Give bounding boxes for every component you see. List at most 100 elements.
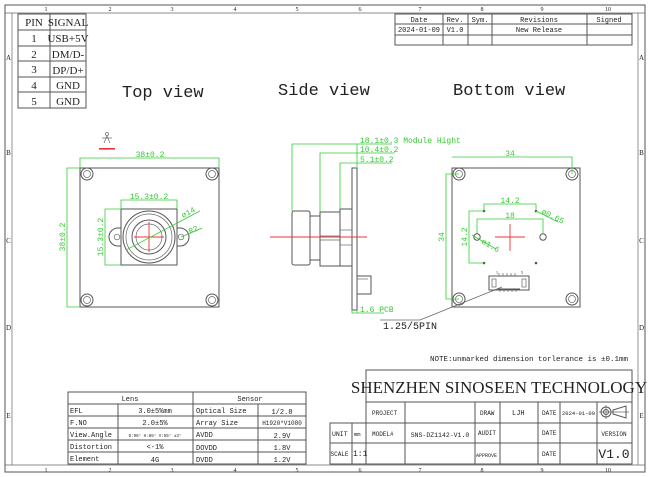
ruler-columns-4-text: 5 (296, 7, 299, 13)
drawing-line (113, 233, 121, 241)
ruler-rows-4-text: E (6, 412, 10, 420)
ruler-columns-1-text: 2 (109, 468, 112, 474)
revision-table-rows-0-0-text: 2024-01-09 (398, 27, 440, 35)
drawing-line (498, 273, 517, 292)
drawing-line (103, 135, 108, 144)
drawing-line (205, 167, 219, 181)
mounting-hole-icon (452, 167, 579, 306)
specs-rows-2-0-text: View.Angle (70, 432, 112, 440)
drawing-line (122, 210, 176, 264)
ruler-rows-3-text: D (6, 324, 11, 332)
bottom-dims-mount-hole-text: ø1.6 (480, 238, 501, 255)
drawing-line (351, 310, 384, 314)
title-block-model-label-text: MODEL# (372, 431, 394, 438)
drawing-line (131, 219, 167, 255)
title-block-model-text: SNS-DZ1142-V1.0 (411, 432, 470, 439)
pin-table-rows-4-1-text: GND (56, 96, 80, 108)
drawing-line (612, 405, 627, 419)
drawing-line (180, 227, 203, 238)
specs-rows-1-3-text: H1920*V1080 (262, 420, 302, 427)
bottom-dims-pin-last-text: 5 (521, 270, 523, 275)
pin-table-rows-1-0-text: 2 (31, 49, 37, 61)
projection-symbol-icon (599, 405, 629, 419)
drawing-line: PROJECT MODEL# SNS-DZ1142-V1.0 DRAW LJH … (372, 410, 630, 462)
title-block-project-label-text: PROJECT (372, 410, 398, 417)
specs-rows-4-0-text: Element (70, 456, 99, 464)
title-block-date-label-text: DATE (542, 451, 557, 458)
ruler-rows-0-text: A (639, 54, 644, 62)
top-dims-lens-dia-text: ø14 (180, 206, 197, 221)
revision-table-headers-4-text: Signed (596, 17, 621, 25)
drawing-line (468, 210, 484, 264)
drawing-line (291, 210, 311, 266)
specs-rows-4-2-text: DVDD (196, 457, 213, 465)
specs-rows-3-1-text: <-1% (147, 444, 165, 452)
bottom-dims-hole-span-text: 14.2 (500, 197, 519, 206)
drawing-line (80, 293, 94, 307)
side-view-title: Side view (278, 82, 371, 101)
drawing-line (339, 162, 392, 209)
title-block-date-label-text: DATE (542, 410, 557, 417)
title-block-draw-label-text: DRAW (480, 410, 495, 417)
top-dims-holder-h-text: 15.3±0.2 (97, 218, 106, 257)
specs-rows-4-1-text: 4G (151, 457, 159, 465)
ruler-columns-9-text: 10 (605, 468, 611, 474)
drawing-line (488, 275, 530, 291)
pin-table-rows-4-0-text: 5 (31, 96, 37, 108)
drawing-line (120, 208, 178, 266)
ruler-rows-4-text: E (639, 412, 643, 420)
bottom-dims-small-hole-text: ø0.65 (540, 208, 566, 227)
drawing-line (177, 233, 185, 241)
ruler-columns-9-text: 10 (605, 7, 611, 13)
mounting-hole-icon (80, 167, 219, 307)
bottom-dims-mount-span-text: 18 (505, 212, 515, 221)
top-view-drawing: 38±0.2 38±0.2 15.3±0.2 15.3±0.2 ø14 R2 (59, 151, 220, 308)
drawing-line (419, 286, 503, 321)
drawing-line (125, 210, 201, 251)
drawing-line (309, 215, 321, 261)
specs-lens-header-text: Lens (122, 396, 139, 404)
drawing-line (104, 208, 121, 266)
specs-rows-0-0-text: EFL (70, 408, 83, 416)
top-dims-width-text: 38±0.2 (136, 151, 165, 160)
revision-table-headers-2-text: Sym. (472, 17, 489, 25)
specs-rows-0-1-text: 3.0±5%mm (138, 408, 172, 416)
drawing-line (83, 170, 91, 178)
drawing-line (205, 293, 219, 307)
drawing-line (365, 369, 633, 465)
unit-scale-unit-text: mm (354, 431, 361, 438)
bottom-dims-hole-span-v-text: 14.2 (461, 227, 470, 246)
drawing-line (66, 167, 80, 308)
drawing-line (471, 234, 497, 250)
drawing-line (339, 208, 353, 267)
drawing-line (106, 135, 111, 144)
title-block-date-label-text: DATE (542, 430, 557, 437)
pin-table-rows-1-1-text: DM/D- (52, 49, 85, 61)
specs-rows-1-2-text: Array Size (196, 420, 238, 428)
pin-table-headers-0-text: PIN (25, 17, 43, 29)
drawing-line (351, 167, 358, 311)
drawing-line (83, 296, 91, 304)
ruler-columns-2-text: 3 (171, 468, 174, 474)
specs-rows-2-3-text: 2.9V (274, 433, 292, 441)
unit-scale-unit-label-text: UNIT (332, 431, 348, 438)
drawing-line (394, 13, 633, 46)
drawing-line (539, 233, 547, 241)
drawing-line (319, 211, 341, 267)
ruler-columns-4-text: 5 (296, 468, 299, 474)
tolerance-note: NOTE:unmarked dimension torlerance is ±0… (430, 356, 629, 364)
row-ruler: AB CD E AB CD E (6, 54, 644, 420)
drawing-line (99, 148, 115, 150)
specs-rows-3-3-text: 1.8V (274, 445, 292, 453)
revision-table-headers-0-text: Date (411, 17, 428, 25)
title-block-version-label-text: VERSION (601, 431, 627, 438)
ruler-rows-0-text: A (6, 54, 11, 62)
drawing-line (476, 218, 544, 234)
drawing-line (445, 173, 459, 300)
